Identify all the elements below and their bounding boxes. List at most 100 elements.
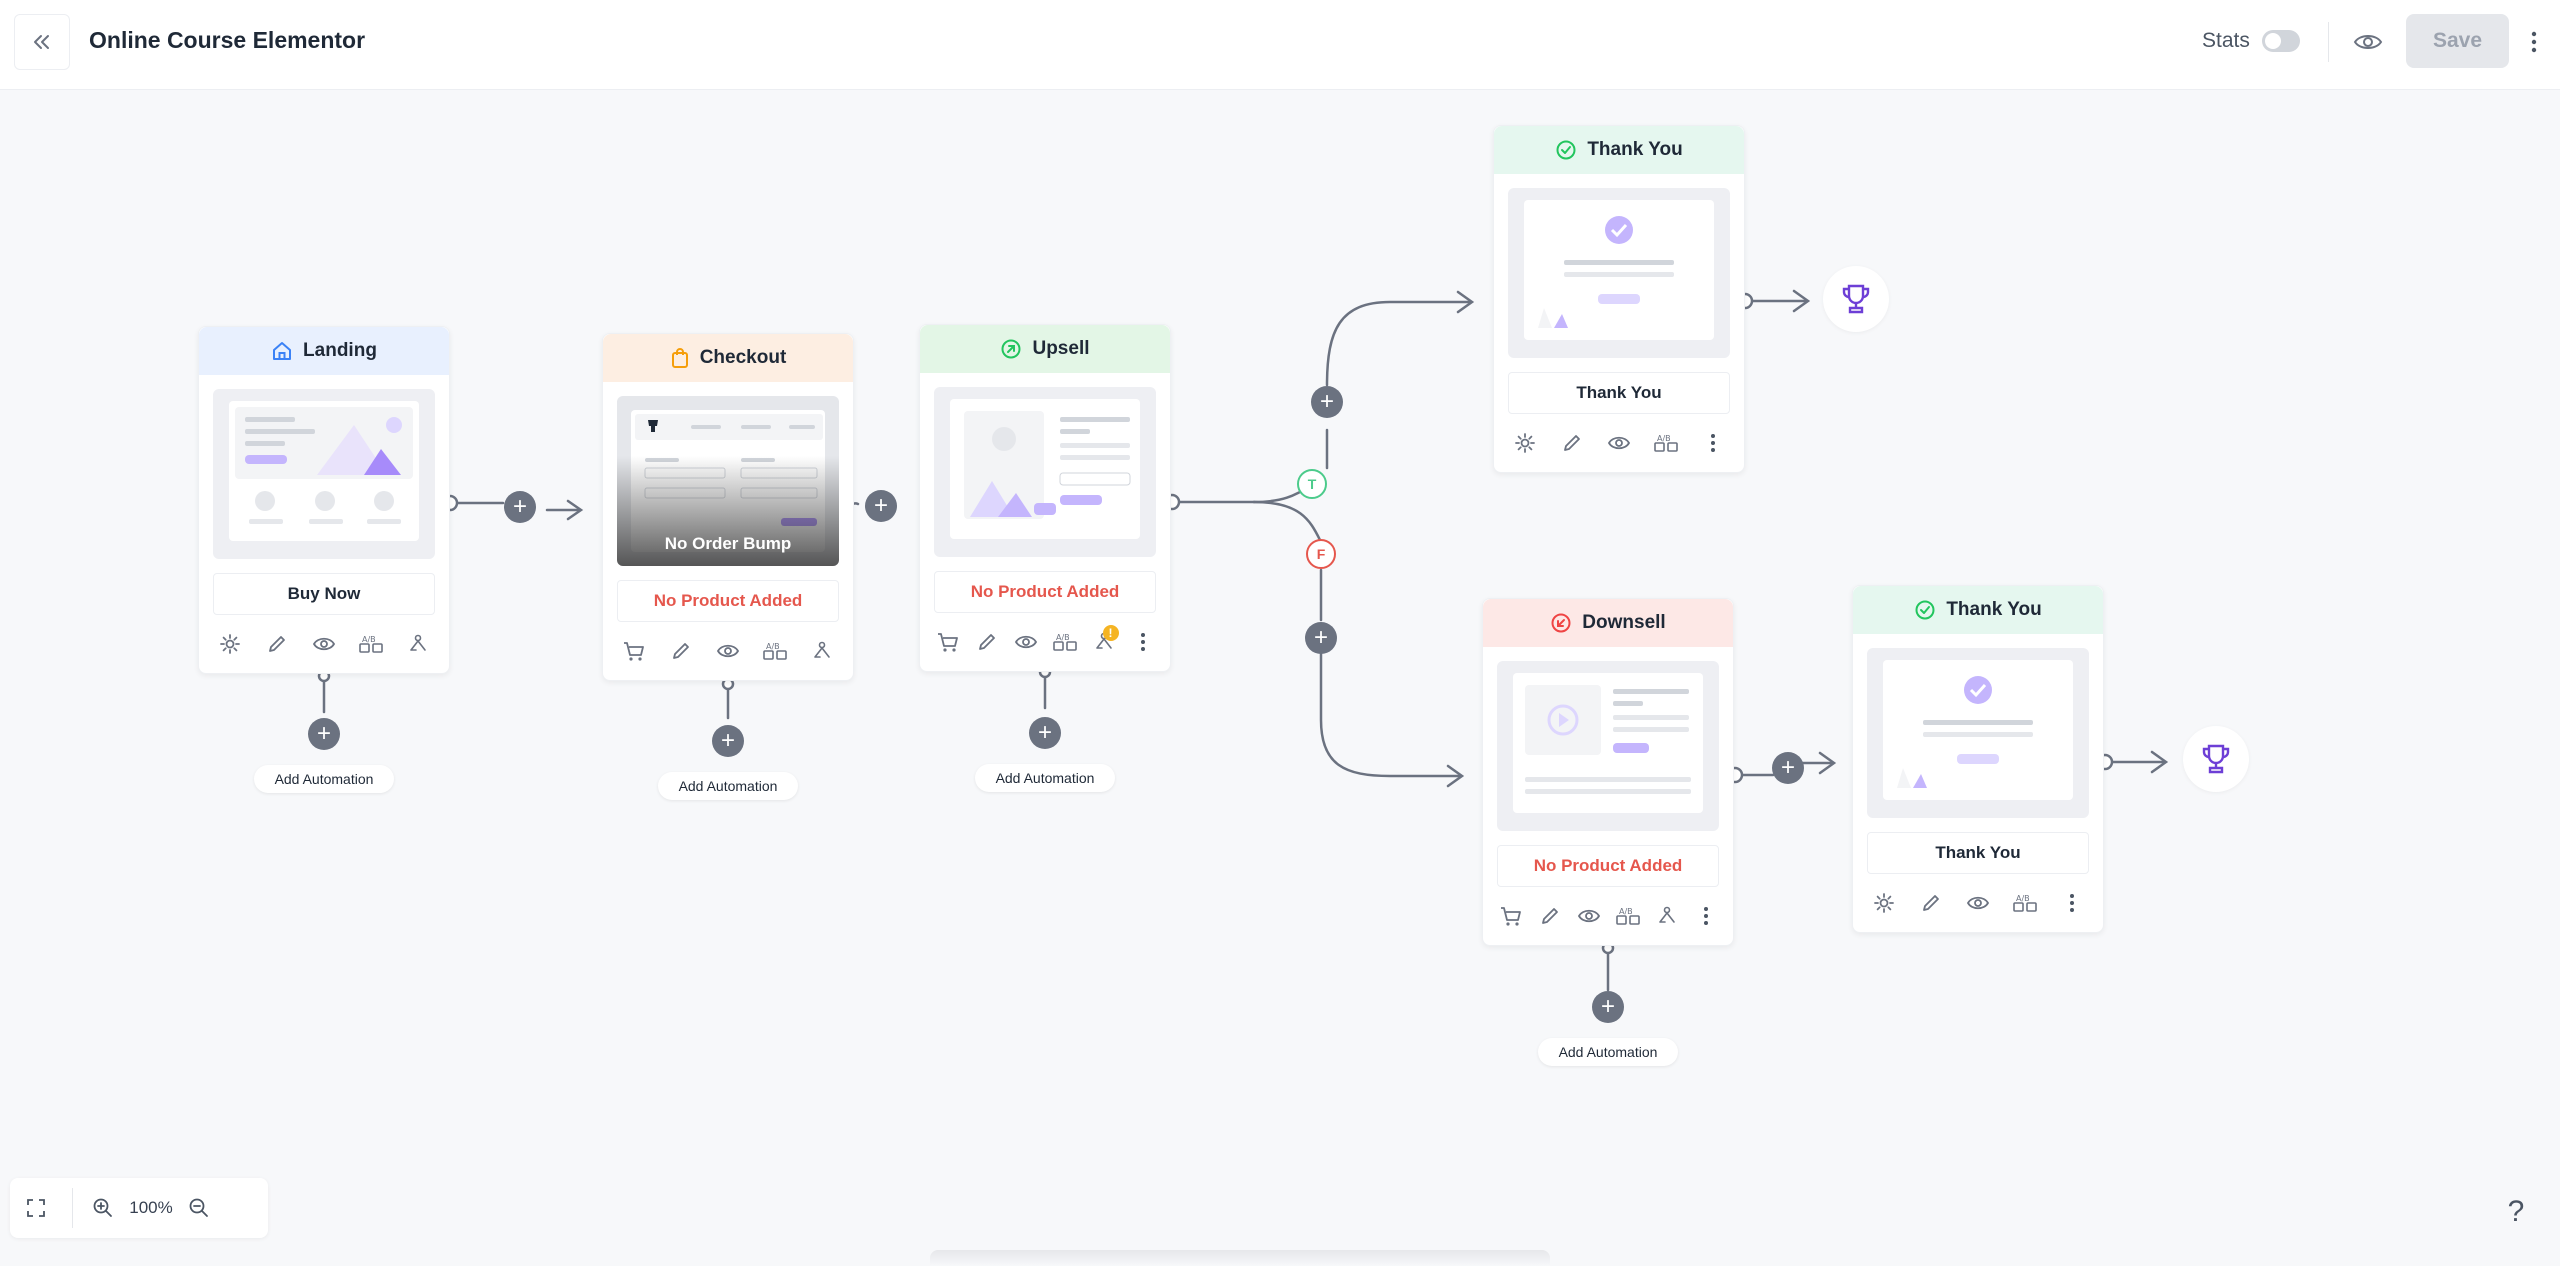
- add-step-button[interactable]: +: [1311, 386, 1343, 418]
- preview-eye-icon[interactable]: [1961, 886, 1995, 920]
- checkout-header: Checkout: [603, 334, 853, 382]
- preview-button[interactable]: [2348, 24, 2388, 60]
- trophy-icon: [1842, 284, 1870, 314]
- preview-eye-icon[interactable]: [1572, 899, 1606, 933]
- landing-step-card[interactable]: Landing Buy Now A: [198, 326, 450, 674]
- add-step-button[interactable]: +: [1772, 752, 1804, 784]
- check-circle-icon: [1915, 600, 1935, 620]
- edit-pencil-icon[interactable]: [1555, 426, 1589, 460]
- thank-you-bottom-thumbnail[interactable]: [1867, 648, 2089, 818]
- add-automation-plus-button[interactable]: +: [308, 718, 340, 750]
- settings-gear-icon[interactable]: [1508, 426, 1542, 460]
- settings-gear-icon[interactable]: [1867, 886, 1901, 920]
- order-bump-label: No Order Bump: [664, 534, 792, 553]
- edit-pencil-icon[interactable]: [1533, 899, 1567, 933]
- thank-you-top-thumbnail[interactable]: [1508, 188, 1730, 358]
- svg-text:A/B: A/B: [1657, 434, 1671, 443]
- confirmation-illustration-icon: [1897, 676, 2033, 788]
- add-automation-plus-button[interactable]: +: [712, 725, 744, 757]
- ab-test-icon[interactable]: A/B: [354, 627, 388, 661]
- thank-you-top-preview: [1524, 200, 1714, 340]
- back-button[interactable]: [14, 14, 70, 70]
- false-condition-badge[interactable]: F: [1306, 539, 1336, 569]
- more-options-icon[interactable]: [1689, 899, 1723, 933]
- add-step-button[interactable]: +: [1305, 622, 1337, 654]
- upsell-title: Upsell: [1032, 338, 1090, 359]
- thank-you-bottom-actions: A/B: [1853, 874, 2103, 932]
- zoom-out-icon[interactable]: [179, 1178, 219, 1238]
- ab-test-icon[interactable]: A/B: [758, 634, 792, 668]
- zoom-divider: [72, 1188, 73, 1228]
- upsell-thumbnail[interactable]: [934, 387, 1156, 557]
- shopping-bag-icon: [671, 348, 688, 368]
- landing-button-label[interactable]: Buy Now: [213, 573, 435, 615]
- automation-warning-icon[interactable]: !: [1087, 625, 1121, 659]
- downsell-step-card[interactable]: Downsell No Product Added A/B: [1482, 598, 1734, 946]
- arrow-up-circle-icon: [1001, 339, 1021, 359]
- checkout-thumbnail[interactable]: No Order Bump: [617, 396, 839, 566]
- preview-eye-icon[interactable]: [307, 627, 341, 661]
- automation-flow-icon[interactable]: [1650, 899, 1684, 933]
- preview-eye-icon[interactable]: [711, 634, 745, 668]
- more-options-icon[interactable]: [2522, 24, 2546, 60]
- page-illustration-icon: [235, 407, 413, 524]
- settings-gear-icon[interactable]: [213, 627, 247, 661]
- add-automation-button[interactable]: Add Automation: [658, 772, 798, 800]
- upsell-step-card[interactable]: Upsell No Product Added A/B !: [919, 324, 1171, 672]
- more-options-icon[interactable]: [1696, 426, 1730, 460]
- add-automation-button[interactable]: Add Automation: [254, 765, 394, 793]
- downsell-product-label[interactable]: No Product Added: [1497, 845, 1719, 887]
- downsell-thumbnail[interactable]: [1497, 661, 1719, 831]
- cart-icon[interactable]: [1494, 899, 1528, 933]
- edit-pencil-icon[interactable]: [970, 625, 1004, 659]
- edit-pencil-icon[interactable]: [664, 634, 698, 668]
- goal-trophy[interactable]: [2183, 726, 2249, 792]
- upsell-product-label[interactable]: No Product Added: [934, 571, 1156, 613]
- thank-you-top-label[interactable]: Thank You: [1508, 372, 1730, 414]
- more-options-icon[interactable]: [1126, 625, 1160, 659]
- fit-screen-icon[interactable]: [10, 1178, 62, 1238]
- add-step-button[interactable]: +: [504, 491, 536, 523]
- stats-toggle[interactable]: [2262, 30, 2300, 52]
- cart-icon[interactable]: [617, 634, 651, 668]
- toggle-knob: [2265, 33, 2281, 49]
- ab-test-icon[interactable]: A/B: [2008, 886, 2042, 920]
- add-step-button[interactable]: +: [865, 490, 897, 522]
- ab-test-icon[interactable]: A/B: [1611, 899, 1645, 933]
- svg-text:A/B: A/B: [1056, 633, 1070, 642]
- automation-flow-icon[interactable]: [401, 627, 435, 661]
- header-divider: [2328, 22, 2329, 62]
- add-automation-plus-button[interactable]: +: [1029, 717, 1061, 749]
- save-button[interactable]: Save: [2406, 14, 2509, 68]
- svg-text:A/B: A/B: [2016, 894, 2030, 903]
- preview-eye-icon[interactable]: [1602, 426, 1636, 460]
- thank-you-bottom-step-card[interactable]: Thank You Thank You A/B: [1852, 585, 2104, 933]
- checkout-step-card[interactable]: Checkout No Order Bump No Product Added: [602, 333, 854, 681]
- thank-you-bottom-label[interactable]: Thank You: [1867, 832, 2089, 874]
- cart-icon[interactable]: [931, 625, 965, 659]
- downsell-header: Downsell: [1483, 599, 1733, 647]
- landing-title: Landing: [303, 340, 377, 361]
- ab-test-icon[interactable]: A/B: [1649, 426, 1683, 460]
- goal-trophy[interactable]: [1823, 266, 1889, 332]
- double-chevron-left-icon: [34, 35, 49, 49]
- help-icon[interactable]: ?: [2507, 1195, 2525, 1228]
- ab-test-icon[interactable]: A/B: [1048, 625, 1082, 659]
- landing-thumbnail[interactable]: [213, 389, 435, 559]
- zoom-in-icon[interactable]: [83, 1178, 123, 1238]
- add-automation-button[interactable]: Add Automation: [1538, 1038, 1678, 1066]
- edit-pencil-icon[interactable]: [260, 627, 294, 661]
- landing-preview: [229, 401, 419, 541]
- edit-pencil-icon[interactable]: [1914, 886, 1948, 920]
- automation-flow-icon[interactable]: [805, 634, 839, 668]
- thank-you-top-title: Thank You: [1587, 139, 1683, 160]
- add-automation-button[interactable]: Add Automation: [975, 764, 1115, 792]
- product-illustration-icon: [964, 411, 1131, 519]
- more-options-icon[interactable]: [2055, 886, 2089, 920]
- thank-you-top-step-card[interactable]: Thank You Thank You A/B: [1493, 125, 1745, 473]
- preview-eye-icon[interactable]: [1009, 625, 1043, 659]
- add-automation-plus-button[interactable]: +: [1592, 991, 1624, 1023]
- true-condition-badge[interactable]: T: [1297, 469, 1327, 499]
- checkout-product-label[interactable]: No Product Added: [617, 580, 839, 622]
- arrow-down-circle-icon: [1551, 613, 1571, 633]
